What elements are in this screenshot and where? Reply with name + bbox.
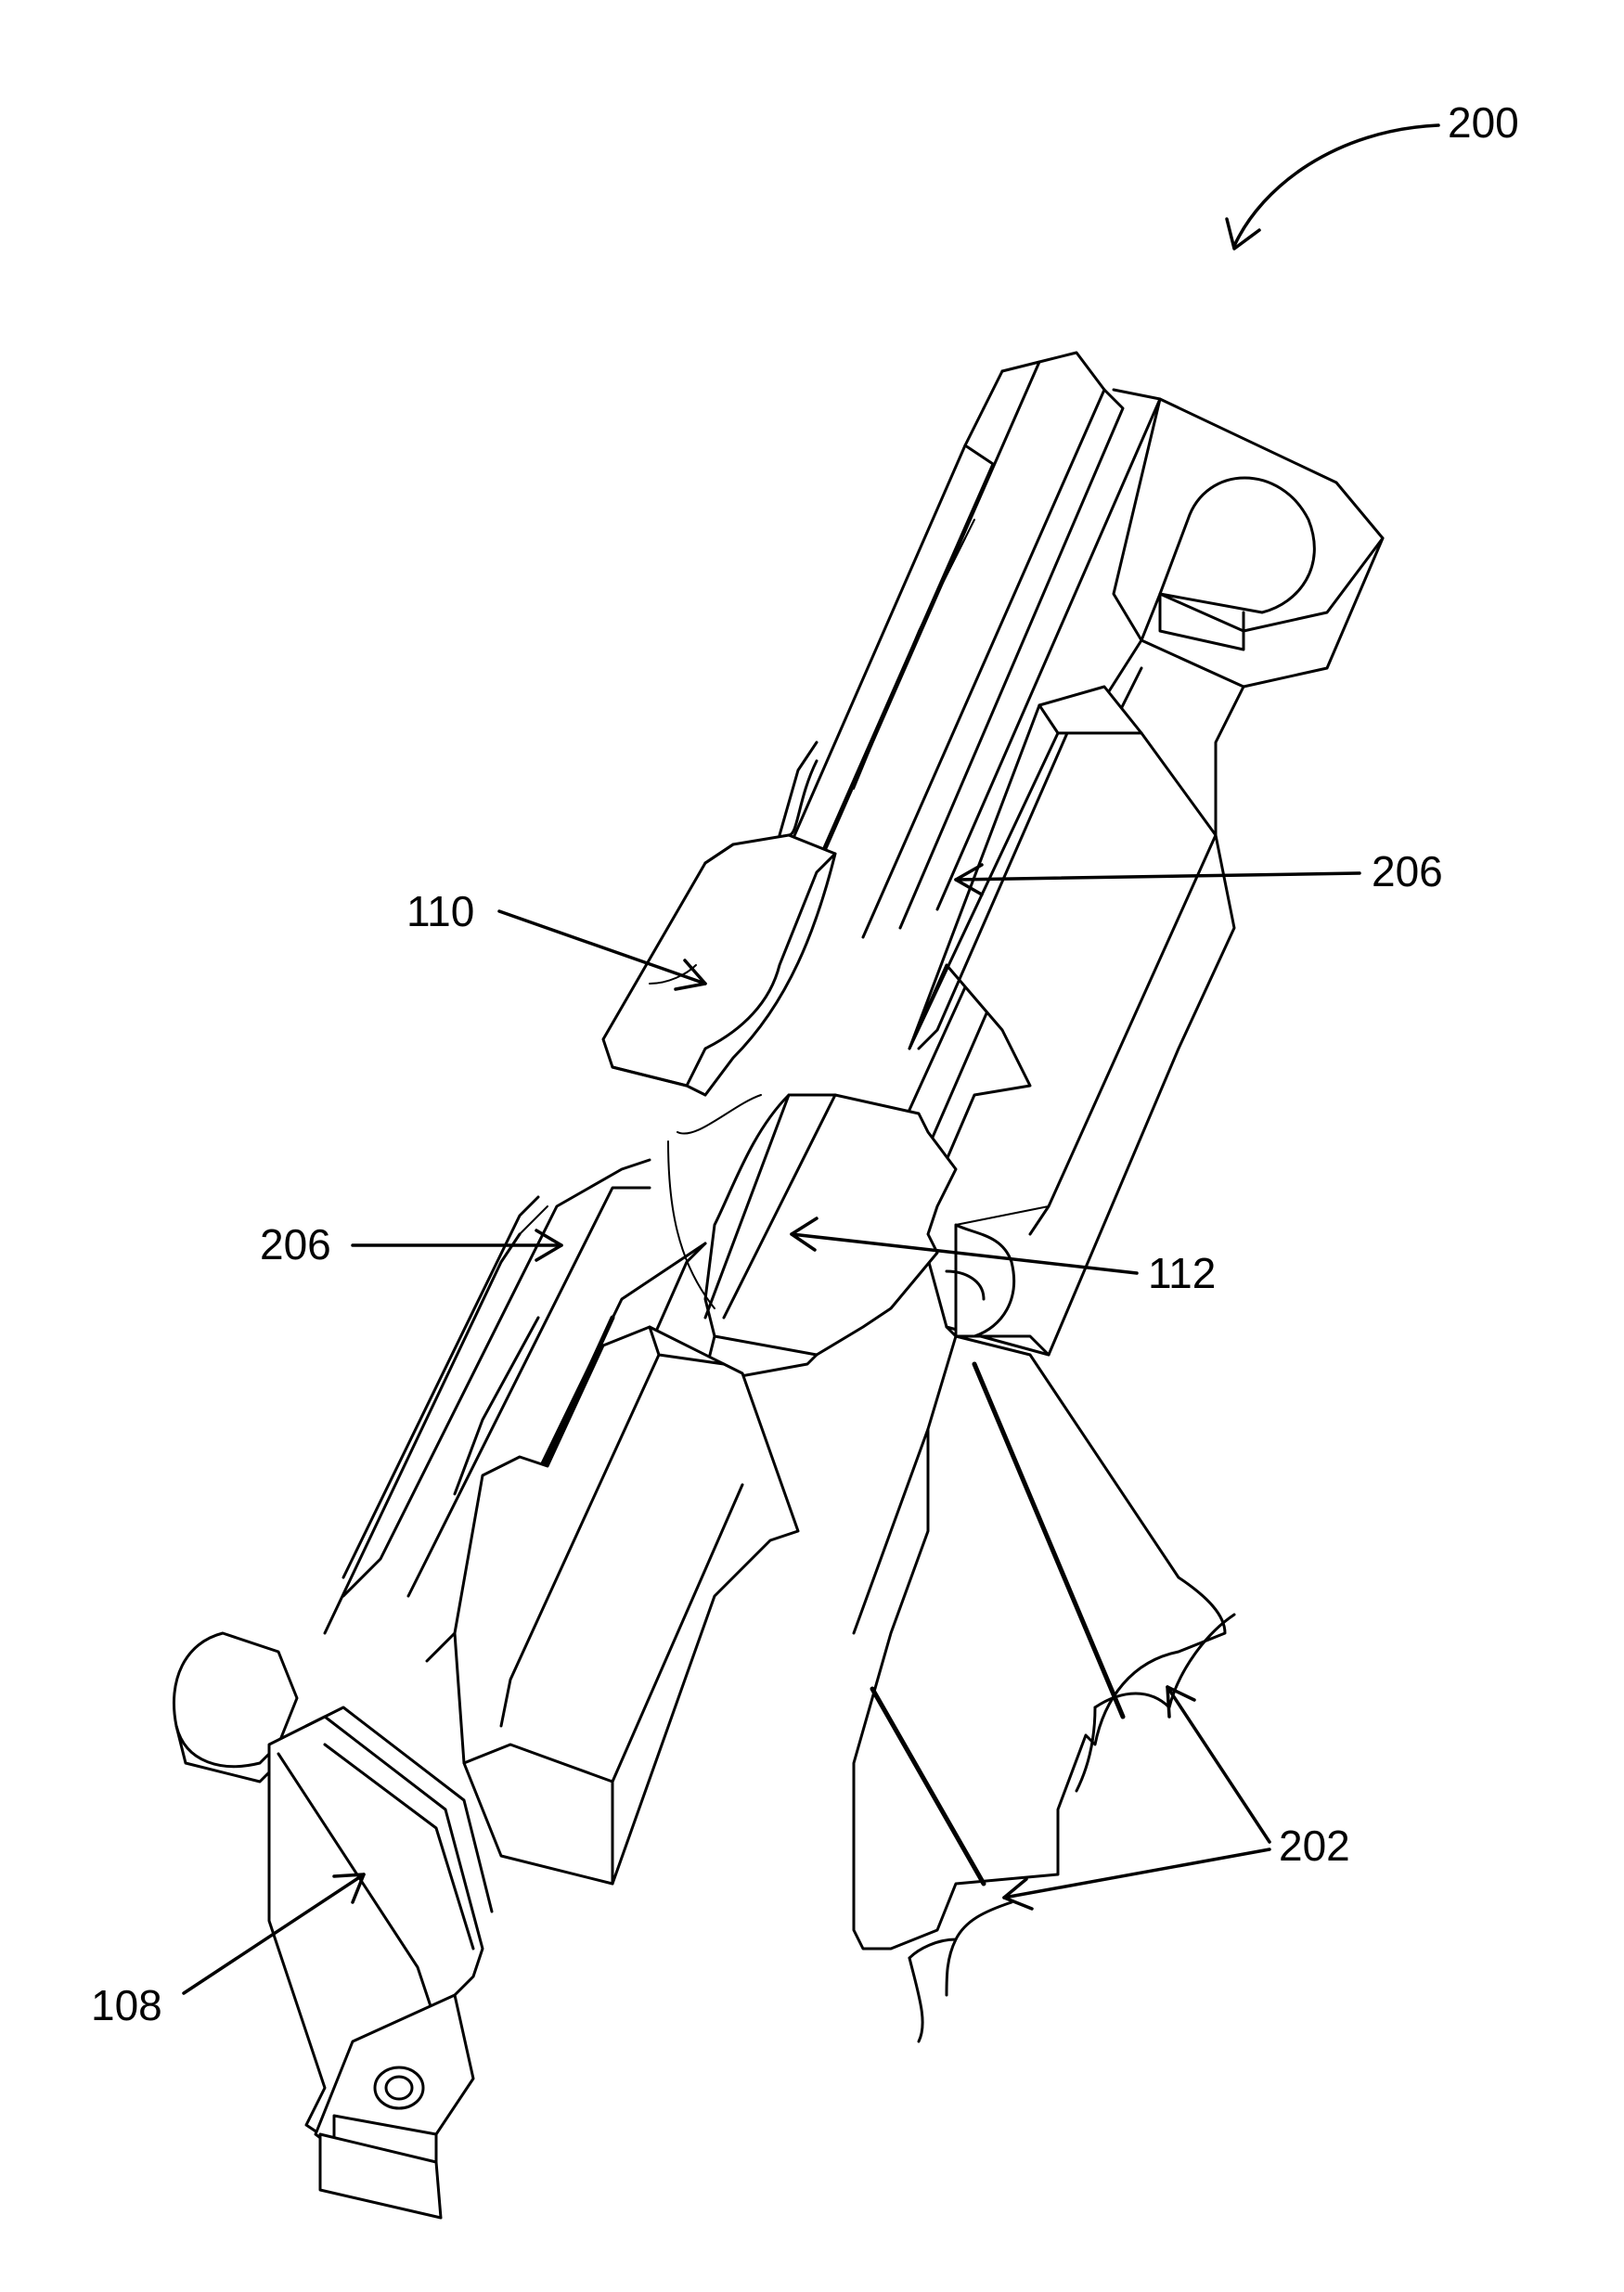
- member-202: [854, 1336, 1234, 2041]
- label-110-text: 110: [406, 887, 474, 935]
- label-112-text: 112: [1148, 1249, 1216, 1297]
- flexure-lower-112: [668, 1095, 956, 1383]
- label-108-text: 108: [91, 1981, 162, 2029]
- label-206-lower: 206: [260, 1220, 561, 1268]
- upper-end-tab: [1114, 399, 1383, 687]
- leader-200: [1234, 125, 1438, 246]
- flexure-upper-110: [603, 742, 835, 1095]
- label-206-upper-text: 206: [1372, 847, 1443, 895]
- label-200-text: 200: [1448, 98, 1519, 147]
- label-202-text: 202: [1279, 1822, 1350, 1870]
- label-206-lower-text: 206: [260, 1220, 331, 1268]
- leader-202-a: [1167, 1687, 1270, 1842]
- left-block-lower: [455, 1327, 798, 1884]
- lower-end-tab: [174, 1633, 492, 2218]
- label-200: 200: [1227, 98, 1519, 249]
- arrowhead-200: [1227, 219, 1259, 249]
